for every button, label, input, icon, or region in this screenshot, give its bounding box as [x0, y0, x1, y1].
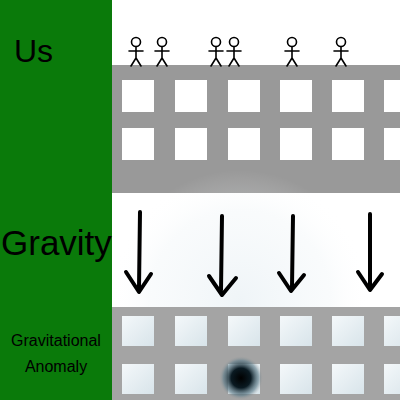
- pale-square: [175, 364, 207, 394]
- pale-square: [384, 364, 400, 394]
- figure-head: [337, 38, 346, 47]
- white-square: [332, 128, 364, 160]
- side-label: Gravitational Anomaly: [0, 328, 112, 381]
- white-square: [228, 80, 260, 112]
- arrow: [358, 214, 382, 290]
- figure-head: [132, 38, 141, 47]
- figure-body: [129, 47, 143, 66]
- arrow: [126, 212, 151, 292]
- gravity-arrows: [126, 212, 382, 295]
- stick-figures: [129, 38, 348, 67]
- arrow: [209, 216, 236, 295]
- pale-square: [228, 316, 260, 346]
- white-square: [122, 80, 154, 112]
- figure-body: [285, 47, 299, 66]
- white-square: [384, 80, 400, 112]
- white-square: [175, 80, 207, 112]
- pale-square: [280, 364, 312, 394]
- white-square: [228, 128, 260, 160]
- white-square: [332, 80, 364, 112]
- figure-body: [209, 47, 223, 66]
- pale-square: [384, 316, 400, 346]
- pale-square: [175, 316, 207, 346]
- figure-body: [155, 47, 169, 66]
- pale-square: [332, 364, 364, 394]
- figure-head: [212, 38, 221, 47]
- side-label: Us: [14, 34, 104, 69]
- figure-body: [227, 47, 241, 66]
- green-band: [0, 0, 112, 400]
- arrow: [279, 216, 304, 291]
- figure-head: [230, 38, 239, 47]
- pale-square: [122, 316, 154, 346]
- white-square: [280, 128, 312, 160]
- pale-square: [332, 316, 364, 346]
- figure-head: [288, 38, 297, 47]
- figure-head: [158, 38, 167, 47]
- white-square: [122, 128, 154, 160]
- white-square: [384, 128, 400, 160]
- white-square: [280, 80, 312, 112]
- white-square: [175, 128, 207, 160]
- anomaly-spot: [219, 356, 263, 400]
- anomaly-layer: [112, 307, 400, 400]
- figure-body: [334, 47, 348, 66]
- white-squares: [122, 80, 400, 160]
- pale-square: [122, 364, 154, 394]
- pale-square: [280, 316, 312, 346]
- side-label: Gravity: [1, 224, 141, 263]
